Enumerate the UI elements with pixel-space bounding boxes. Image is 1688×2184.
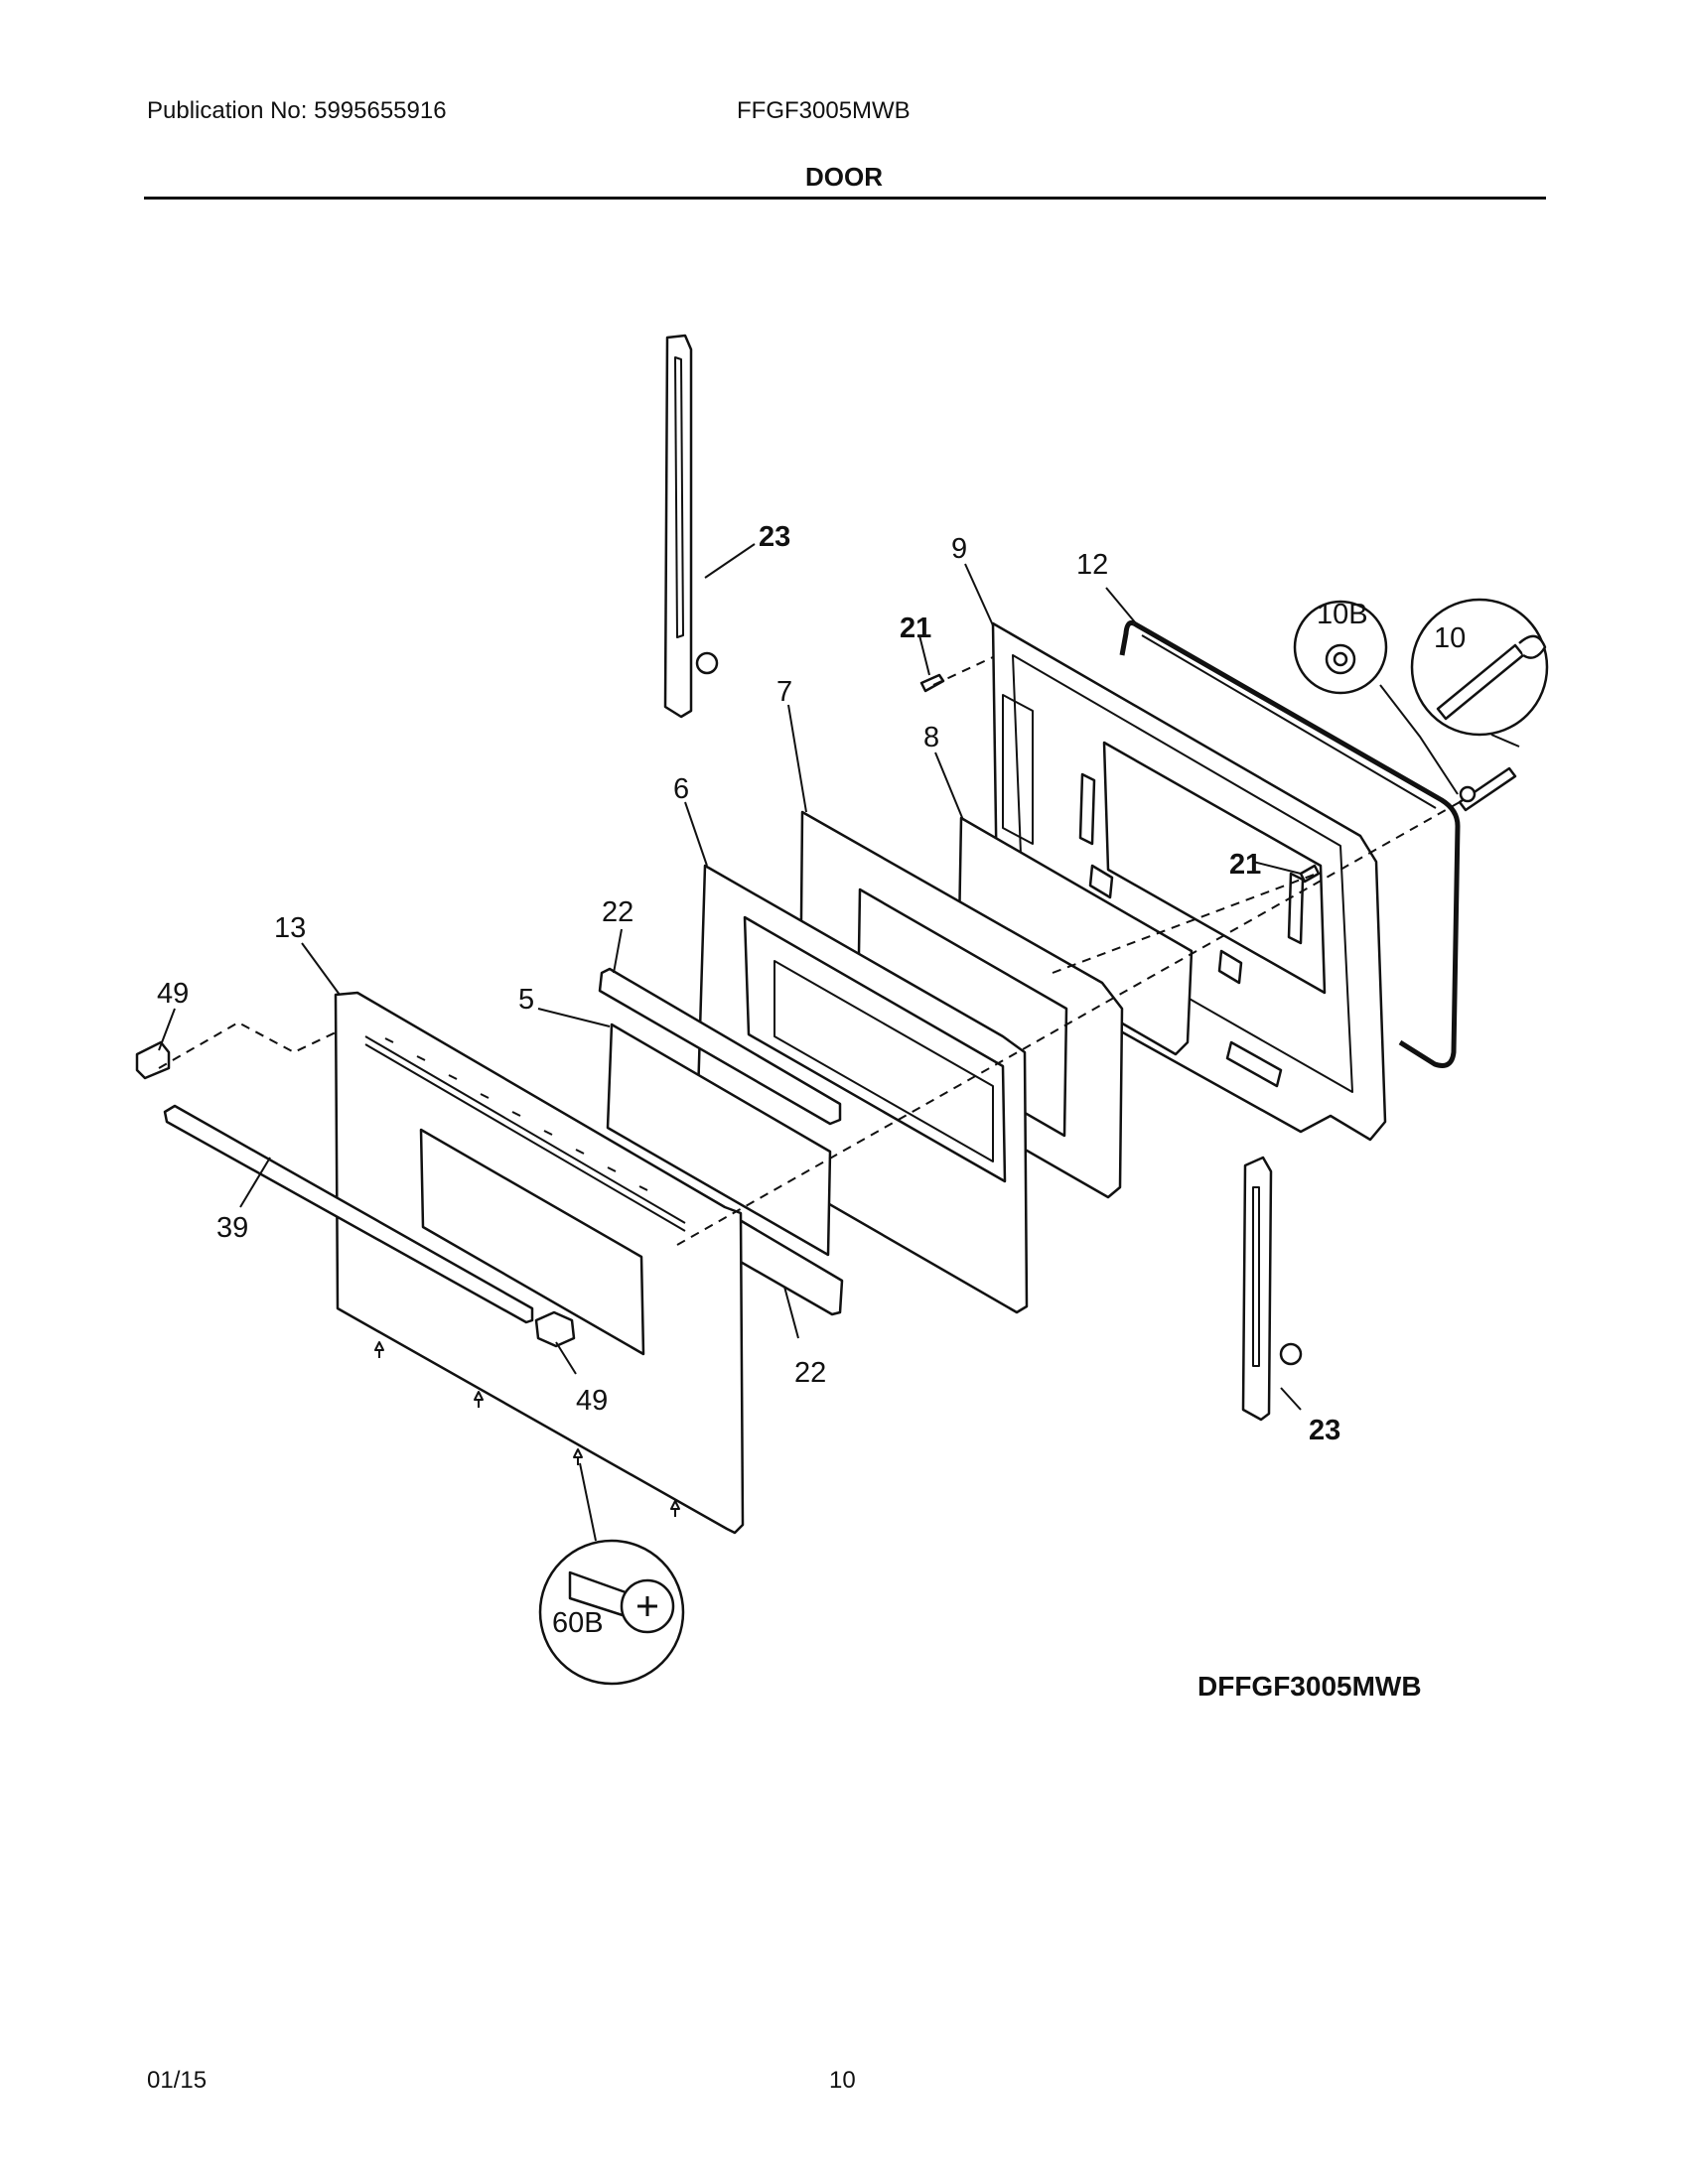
part-13-outer-panel [334,991,745,1535]
leader-lines [158,543,1520,1542]
part-label-21-top: 21 [900,613,931,644]
drawing-id: DFFGF3005MWB [1197,1671,1422,1702]
part-label-22-bottom: 22 [794,1357,826,1389]
part-23-hinge-bottom [1241,1156,1303,1422]
part-label-6: 6 [673,773,689,805]
part-label-8: 8 [923,722,939,753]
publication-number: Publication No: 5995655916 [147,97,447,124]
header-rule [144,197,1546,200]
part-label-13: 13 [274,912,306,944]
part-label-49-left: 49 [157,978,189,1010]
part-23-hinge-top [663,334,719,719]
detail-60b-screw [538,1539,685,1686]
part-22-upper-rail [598,967,842,1126]
part-5-glass [606,1023,832,1257]
part-label-10: 10 [1434,622,1466,654]
part-49-end-cap-right [534,1310,576,1348]
part-label-12: 12 [1076,549,1108,581]
part-label-21-mid: 21 [1229,849,1261,881]
detail-10-bolt [1410,598,1549,737]
part-label-49-bottom: 49 [576,1385,608,1417]
alignment-dashes [158,656,1461,1246]
part-49-end-cap-left [135,1040,171,1080]
part-39-trim-bar [163,1104,534,1324]
footer-date: 01/15 [147,2067,208,2094]
part-21-pin-top [919,673,945,693]
part-label-9: 9 [951,533,967,565]
model-number: FFGF3005MWB [737,97,911,124]
part-label-60b: 60B [552,1607,604,1639]
part-label-23-bottom: 23 [1309,1415,1340,1446]
door-screws [374,1341,680,1517]
part-label-23-top: 23 [759,521,790,553]
part-label-10b: 10B [1317,599,1368,630]
page-number: 10 [829,2067,856,2094]
detail-10b-washer [1293,600,1388,695]
part-label-5: 5 [518,984,534,1016]
part-label-39: 39 [216,1212,248,1244]
section-title: DOOR [805,162,883,192]
part-label-22-top: 22 [602,896,633,928]
part-12-gasket [1119,620,1461,1068]
part-label-7: 7 [776,676,792,708]
